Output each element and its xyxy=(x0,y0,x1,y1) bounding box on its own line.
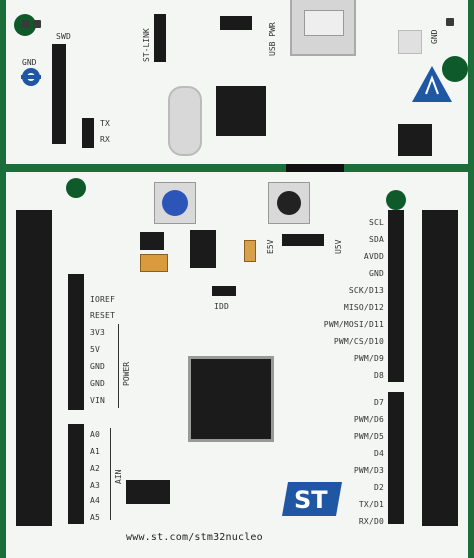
stlink-mcu xyxy=(216,86,266,136)
gnd-pin-left-1 xyxy=(22,20,30,28)
reset-button-icon[interactable] xyxy=(268,182,310,224)
gnd-label-right: GND xyxy=(430,29,439,44)
tx-label: TX xyxy=(100,119,111,128)
ain-group-label: AIN xyxy=(114,469,123,484)
ldc-button xyxy=(398,30,422,54)
label-sda: SDA xyxy=(368,235,384,244)
mount-hole-right xyxy=(386,190,406,210)
gnd-pin-left-2 xyxy=(33,20,41,28)
bottom-component xyxy=(126,480,170,504)
arduino-digital-header-bottom[interactable] xyxy=(388,392,404,524)
label-d8: D8 xyxy=(373,371,384,380)
user-button-icon[interactable] xyxy=(154,182,196,224)
label-d9: PWM/D9 xyxy=(353,354,384,363)
swd-label: SWD xyxy=(56,32,72,41)
morpho-right-header[interactable] xyxy=(422,210,458,526)
capacitor-small xyxy=(244,240,256,262)
gnd-label-left: GND xyxy=(22,58,37,67)
label-a1: A1 xyxy=(90,447,101,456)
label-d13: SCK/D13 xyxy=(348,286,384,295)
svg-text:ST: ST xyxy=(294,486,328,514)
label-d4: D4 xyxy=(373,449,384,458)
label-d5: PWM/D5 xyxy=(353,432,384,441)
esd-warning-icon xyxy=(410,64,454,104)
label-d6: PWM/D6 xyxy=(353,415,384,424)
label-5v: 5V xyxy=(90,345,101,354)
arduino-digital-header-top[interactable] xyxy=(388,210,404,382)
st-small-logo-icon xyxy=(18,66,44,88)
url-label: www.st.com/stm32nucleo xyxy=(126,532,263,543)
usb-connector-icon[interactable] xyxy=(290,0,356,56)
voltage-regulator xyxy=(190,230,216,268)
main-mcu xyxy=(188,356,274,442)
label-a4: A4 xyxy=(90,496,101,505)
label-3v3: 3V3 xyxy=(90,328,106,337)
idd-label: IDD xyxy=(214,302,230,311)
idd-jumper[interactable] xyxy=(212,286,236,296)
separator-slot xyxy=(286,164,344,172)
rx-label: RX xyxy=(100,135,111,144)
power-bracket xyxy=(118,324,119,408)
regulator-small xyxy=(140,232,164,250)
mount-hole-top-right xyxy=(442,56,468,82)
arduino-power-header[interactable] xyxy=(68,274,84,410)
uart-header[interactable] xyxy=(82,118,94,148)
label-d11: PWM/MOSI/D11 xyxy=(323,320,384,329)
morpho-left-header[interactable] xyxy=(16,210,52,526)
swd-header[interactable] xyxy=(52,44,66,144)
label-gnd-1: GND xyxy=(90,362,106,371)
mount-hole-left xyxy=(66,178,86,198)
st-logo-icon: ST xyxy=(282,480,344,518)
capacitor-tantalum xyxy=(140,254,168,272)
label-d10: PWM/CS/D10 xyxy=(333,337,384,346)
label-gnd-2: GND xyxy=(90,379,106,388)
label-d12: MISO/D12 xyxy=(343,303,384,312)
label-gnd-right: GND xyxy=(368,269,384,278)
label-a2: A2 xyxy=(90,464,101,473)
stlink-jumper[interactable] xyxy=(154,14,166,62)
label-reset: RESET xyxy=(90,311,116,320)
power-select-jumper[interactable] xyxy=(282,234,324,246)
ain-bracket xyxy=(110,428,111,520)
label-a3: A3 xyxy=(90,481,101,490)
gnd-pin-right xyxy=(446,18,454,26)
eeprom-chip xyxy=(398,124,432,156)
label-d3: PWM/D3 xyxy=(353,466,384,475)
crystal xyxy=(168,86,202,156)
label-d2: D2 xyxy=(373,483,384,492)
label-d0: RX/D0 xyxy=(358,517,384,526)
usb-pwr-label: USB PWR xyxy=(268,22,277,56)
label-d7: D7 xyxy=(373,398,384,407)
label-vin: VIN xyxy=(90,396,106,405)
power-group-label: POWER xyxy=(122,361,131,386)
e5v-label: E5V xyxy=(266,239,275,254)
label-avdd: AVDD xyxy=(363,252,384,261)
label-d1: TX/D1 xyxy=(358,500,384,509)
label-a5: A5 xyxy=(90,513,101,522)
label-scl: SCL xyxy=(368,218,384,227)
usb-jumper[interactable] xyxy=(220,16,252,30)
label-a0: A0 xyxy=(90,430,101,439)
st-link-label: ST-LINK xyxy=(142,28,151,62)
arduino-analog-header[interactable] xyxy=(68,424,84,524)
label-ioref: IOREF xyxy=(90,295,116,304)
